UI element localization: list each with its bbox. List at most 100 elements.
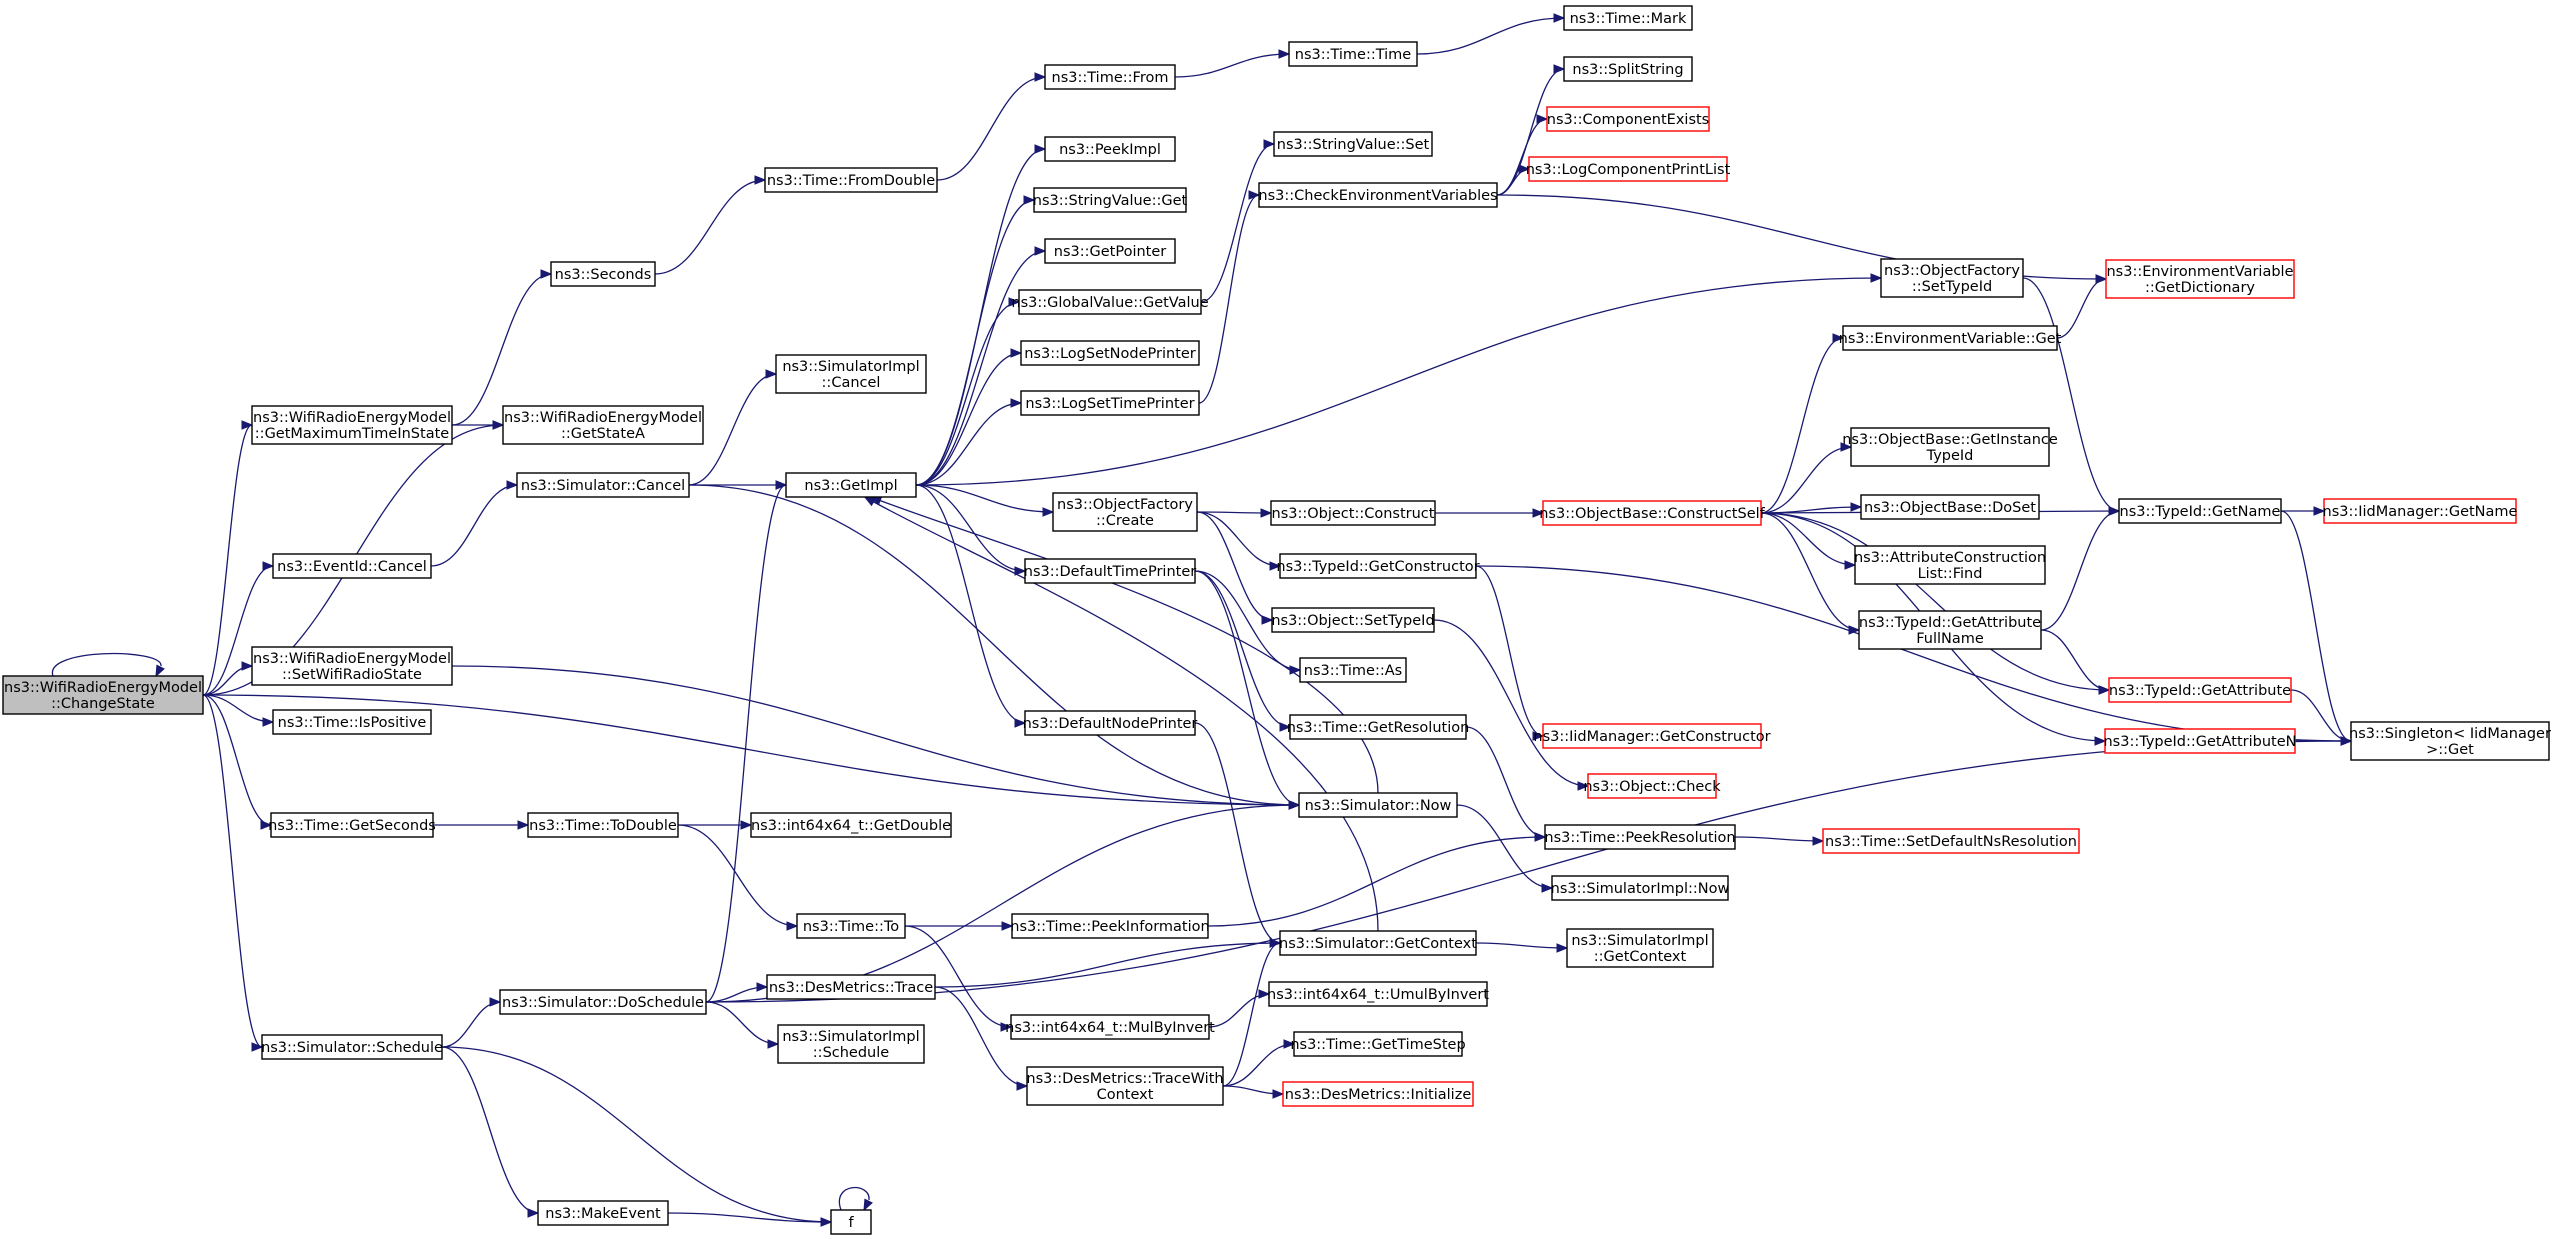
node-ofSetTypeId[interactable]: ns3::ObjectFactory::SetTypeId: [1880, 258, 2024, 298]
arrowhead-icon: [1279, 722, 1292, 732]
node-box: [1880, 258, 2024, 298]
arrowhead-icon: [1034, 72, 1047, 82]
node-timeAs[interactable]: ns3::Time::As: [1299, 657, 1407, 683]
node-box: [1044, 64, 1176, 90]
node-toDouble[interactable]: ns3::Time::ToDouble: [527, 812, 679, 838]
node-envVarGet[interactable]: ns3::EnvironmentVariable::Get: [1839, 325, 2062, 351]
node-objectCheck[interactable]: ns3::Object::Check: [1583, 773, 1721, 799]
node-timeTime[interactable]: ns3::Time::Time: [1288, 41, 1418, 67]
arrowhead-icon: [1010, 348, 1023, 358]
node-box: [2350, 721, 2550, 761]
node-simGetContext[interactable]: ns3::Simulator::GetContext: [1279, 930, 1477, 956]
arrowhead-icon: [260, 820, 273, 830]
node-simImplCancel[interactable]: ns3::SimulatorImpl::Cancel: [775, 354, 927, 394]
edge-line: [2022, 277, 2120, 512]
node-getResolution[interactable]: ns3::Time::GetResolution: [1287, 714, 1470, 740]
node-getMaxTime[interactable]: ns3::WifiRadioEnergyModel::GetMaximumTim…: [251, 405, 453, 445]
node-from[interactable]: ns3::Time::From: [1044, 64, 1176, 90]
node-desMetricsTrace[interactable]: ns3::DesMetrics::Trace: [766, 974, 936, 1000]
node-mark[interactable]: ns3::Time::Mark: [1563, 5, 1693, 31]
node-objectFactoryCreate[interactable]: ns3::ObjectFactory::Create: [1052, 492, 1198, 532]
node-label: ns3::DesMetrics::Trace: [769, 980, 933, 996]
call-edge-seconds-fromDouble: [654, 175, 767, 275]
node-getAttributeN[interactable]: ns3::TypeId::GetAttributeN: [2103, 728, 2297, 754]
node-simSchedule[interactable]: ns3::Simulator::Schedule: [261, 1034, 443, 1060]
node-getSeconds[interactable]: ns3::Time::GetSeconds: [268, 812, 436, 838]
node-mulByInvert[interactable]: ns3::int64x64_t::MulByInvert: [1005, 1014, 1215, 1040]
node-makeEvent[interactable]: ns3::MakeEvent: [537, 1200, 669, 1226]
node-getImpl[interactable]: ns3::GetImpl: [785, 472, 917, 498]
node-getConstructor[interactable]: ns3::TypeId::GetConstructor: [1276, 553, 1480, 579]
edge-line: [430, 484, 518, 567]
arrowhead-icon: [1269, 561, 1282, 571]
node-logComponentPrintList[interactable]: ns3::LogComponentPrintList: [1526, 156, 1731, 182]
node-getDouble[interactable]: ns3::int64x64_t::GetDouble: [750, 812, 952, 838]
node-splitString[interactable]: ns3::SplitString: [1563, 56, 1693, 82]
call-edge-getImpl-peekImpl: [915, 144, 1047, 486]
node-getTimeStep[interactable]: ns3::Time::GetTimeStep: [1290, 1031, 1466, 1057]
node-box: [1044, 136, 1176, 162]
node-root[interactable]: ns3::WifiRadioEnergyModel::ChangeState: [2, 675, 204, 715]
arrowhead-icon: [1532, 508, 1545, 518]
node-defaultTimePrinter[interactable]: ns3::DefaultTimePrinter: [1024, 558, 1196, 584]
node-getPointer[interactable]: ns3::GetPointer: [1044, 238, 1176, 264]
node-checkEnv[interactable]: ns3::CheckEnvironmentVariables: [1258, 182, 1498, 208]
node-simImplNow[interactable]: ns3::SimulatorImpl::Now: [1551, 875, 1730, 901]
node-box: [1299, 657, 1407, 683]
node-logSetTimePrinter[interactable]: ns3::LogSetTimePrinter: [1020, 390, 1200, 416]
node-umulByInvert[interactable]: ns3::int64x64_t::UmulByInvert: [1267, 981, 1489, 1007]
node-stringValueGet[interactable]: ns3::StringValue::Get: [1033, 187, 1188, 213]
call-edge-checkEnv-logComponentPrintList: [1496, 164, 1531, 196]
node-desMetricsInit[interactable]: ns3::DesMetrics::Initialize: [1282, 1081, 1474, 1107]
node-getAttribute[interactable]: ns3::TypeId::GetAttribute: [2108, 677, 2292, 703]
node-isPositive[interactable]: ns3::Time::IsPositive: [272, 709, 432, 735]
node-f[interactable]: f: [830, 1209, 872, 1235]
edge-line: [705, 1001, 779, 1045]
node-globalValueGet[interactable]: ns3::GlobalValue::GetValue: [1011, 289, 1209, 315]
node-fromDouble[interactable]: ns3::Time::FromDouble: [764, 167, 938, 193]
edge-line: [688, 484, 1300, 806]
node-simImplSchedule[interactable]: ns3::SimulatorImpl::Schedule: [777, 1024, 925, 1064]
node-simNow[interactable]: ns3::Simulator::Now: [1298, 792, 1458, 818]
node-typeIdGetName[interactable]: ns3::TypeId::GetName: [2118, 498, 2282, 524]
node-stringValueSet[interactable]: ns3::StringValue::Set: [1273, 131, 1433, 157]
arrowhead-icon: [1260, 508, 1273, 518]
node-peekResolution[interactable]: ns3::Time::PeekResolution: [1544, 824, 1736, 850]
node-label: ns3::TypeId::GetName: [2120, 504, 2281, 520]
node-envVarGetDict[interactable]: ns3::EnvironmentVariable::GetDictionary: [2105, 259, 2295, 299]
node-getStateA[interactable]: ns3::WifiRadioEnergyModel::GetStateA: [502, 405, 704, 445]
call-edge-checkEnv-componentExists: [1496, 114, 1549, 196]
node-constructSelf[interactable]: ns3::ObjectBase::ConstructSelf: [1539, 500, 1766, 526]
node-eventIdCancel[interactable]: ns3::EventId::Cancel: [272, 553, 432, 579]
node-setWifiRadioState[interactable]: ns3::WifiRadioEnergyModel::SetWifiRadioS…: [251, 646, 453, 686]
node-doSchedule[interactable]: ns3::Simulator::DoSchedule: [499, 989, 707, 1015]
node-iidGetConstructor[interactable]: ns3::IidManager::GetConstructor: [1533, 723, 1771, 749]
node-seconds[interactable]: ns3::Seconds: [550, 261, 656, 287]
node-peekInformation[interactable]: ns3::Time::PeekInformation: [1010, 913, 1210, 939]
node-doSet[interactable]: ns3::ObjectBase::DoSet: [1860, 494, 2040, 520]
node-componentExists[interactable]: ns3::ComponentExists: [1546, 106, 1710, 132]
edge-line: [1196, 511, 1281, 567]
node-peekImpl[interactable]: ns3::PeekImpl: [1044, 136, 1176, 162]
node-label: ::GetStateA: [561, 426, 645, 442]
node-objectConstruct[interactable]: ns3::Object::Construct: [1270, 500, 1436, 526]
node-simImplGetContext[interactable]: ns3::SimulatorImpl::GetContext: [1566, 928, 1714, 968]
call-edge-root-root: [52, 652, 165, 678]
node-timeTo[interactable]: ns3::Time::To: [796, 913, 906, 939]
node-setDefaultNsRes[interactable]: ns3::Time::SetDefaultNsResolution: [1822, 828, 2080, 854]
node-simCancel[interactable]: ns3::Simulator::Cancel: [516, 472, 690, 498]
node-singletonGet[interactable]: ns3::Singleton< IidManager >::Get: [2349, 721, 2551, 761]
call-edge-objectConstruct-constructSelf: [1435, 508, 1545, 518]
node-objectSetTypeId[interactable]: ns3::Object::SetTypeId: [1271, 607, 1435, 633]
node-iidGetName[interactable]: ns3::IidManager::GetName: [2323, 498, 2518, 524]
node-logSetNodePrinter[interactable]: ns3::LogSetNodePrinter: [1020, 340, 1200, 366]
node-box: [766, 974, 936, 1000]
node-box: [1551, 875, 1729, 901]
node-defaultNodePrinter[interactable]: ns3::DefaultNodePrinter: [1023, 710, 1198, 736]
arrowhead-icon: [1534, 832, 1547, 842]
arrowhead-icon: [1001, 921, 1014, 931]
